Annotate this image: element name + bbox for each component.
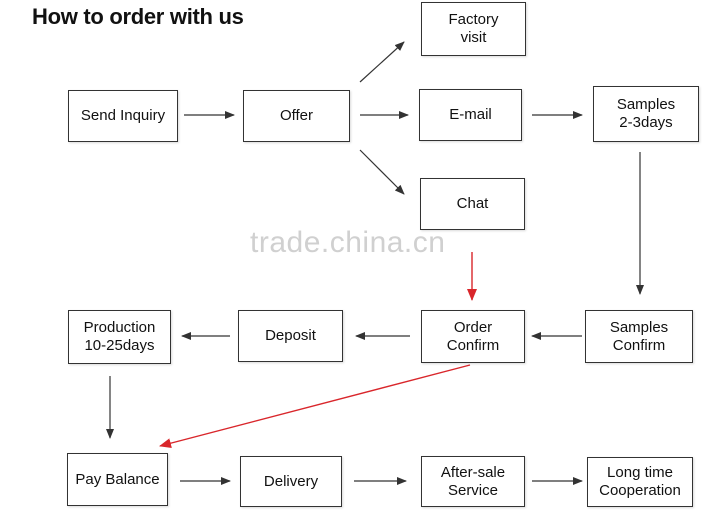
after-sale-box: After-sale Service [421,456,525,507]
production-box: Production 10-25days [68,310,171,364]
deposit-box: Deposit [238,310,343,362]
send-inquiry-box: Send Inquiry [68,90,178,142]
arrow-order-pay [159,364,471,449]
email-box: E-mail [419,89,522,141]
delivery-box: Delivery [240,456,342,507]
order-confirm-box: Order Confirm [421,310,525,363]
watermark: trade.china.cn [250,226,446,259]
factory-visit-box: Factory visit [421,2,526,56]
arrow-offer-factory [359,41,405,83]
samples-confirm-box: Samples Confirm [585,310,693,363]
arrow-offer-chat [359,149,405,195]
page-title: How to order with us [32,4,244,29]
pay-balance-box: Pay Balance [67,453,168,506]
samples-days-box: Samples 2-3days [593,86,699,142]
long-time-box: Long time Cooperation [587,457,693,507]
chat-box: Chat [420,178,525,230]
offer-box: Offer [243,90,350,142]
